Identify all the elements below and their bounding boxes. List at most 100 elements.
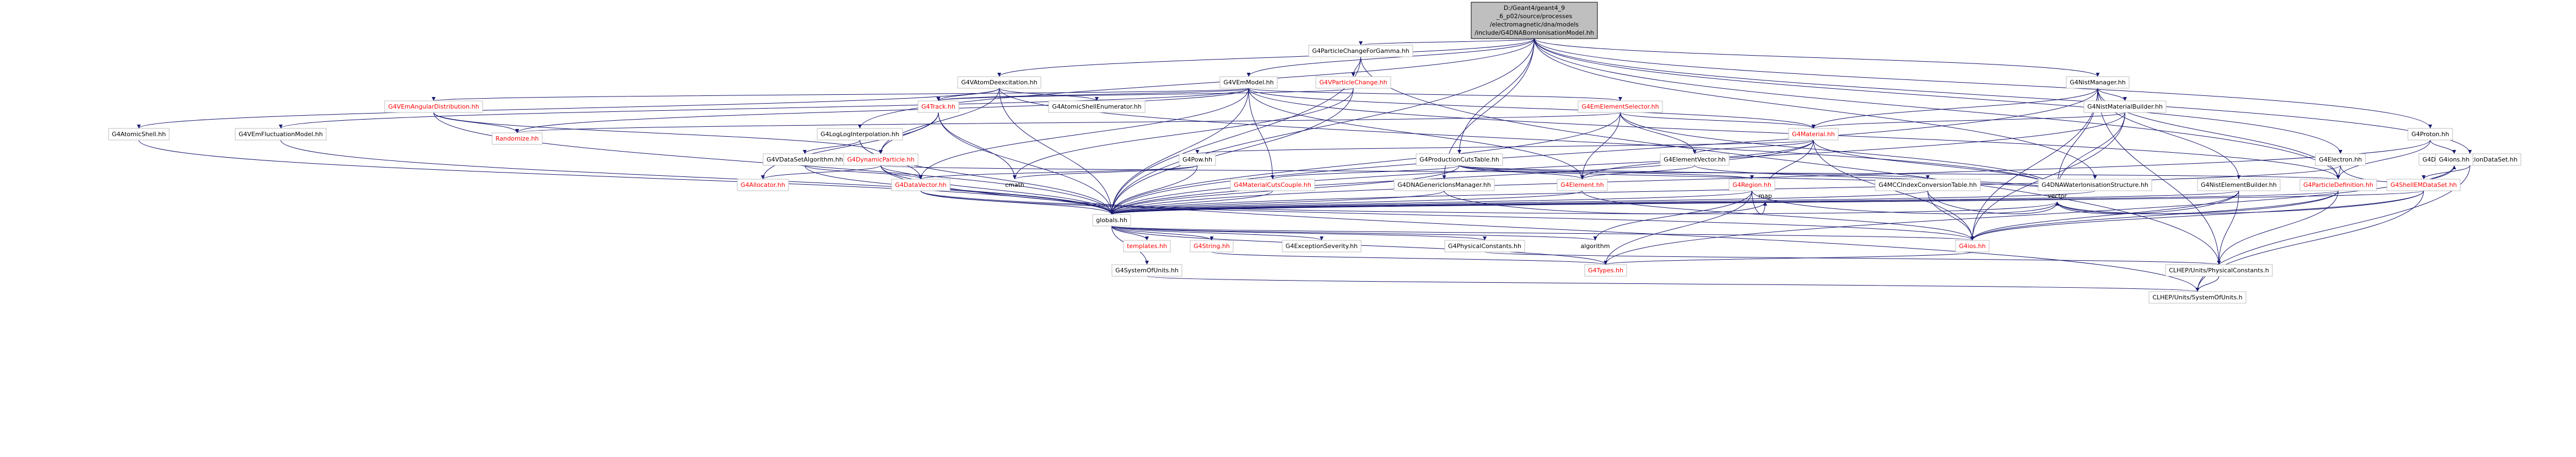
edge-globals-to-excsev [1111,225,1324,241]
node-clhepunits[interactable]: CLHEP/Units/SystemOfUnits.h [2148,291,2246,304]
node-prodcuts[interactable]: G4ProductionCutsTable.hh [1416,153,1503,166]
edge-shellem-to-g4ios [1970,190,2424,241]
edge-sysunits-to-clhepunits [1147,276,2199,292]
node-algorithm[interactable]: algorithm [1580,243,1610,250]
edge-dnawater-to-globals [1110,190,2096,215]
node-nistman[interactable]: G4NistManager.hh [2066,76,2130,89]
node-proton[interactable]: G4Proton.hh [2407,128,2453,141]
node-material[interactable]: G4Material.hh [1788,128,1839,141]
edge-pcfg-to-clhepconst [1360,56,2221,265]
edge-nistman-to-material [1811,88,2098,129]
edge-region-to-vector [1752,190,2059,214]
node-randomize[interactable]: Randomize.hh [492,132,543,145]
edge-prodcuts-to-region [1459,165,1754,180]
node-g4ios[interactable]: G4ios.hh [1955,240,1990,252]
edge-clhepconst-to-clhepunits [2195,276,2219,292]
node-label: G4SystemOfUnits.hh [1115,267,1179,274]
node-pcfg[interactable]: G4ParticleChangeForGamma.hh [1308,45,1413,57]
node-label: G4MCCIndexConversionTable.hh [1878,181,1976,189]
edge-vem-to-fluct [279,88,1249,129]
node-label: G4ElementVector.hh [1664,156,1726,163]
edge-nistelb-to-g4ios [1970,190,2239,241]
node-dnagen[interactable]: G4DNAGenericIonsManager.hh [1394,179,1495,191]
edge-partdef-to-clhepconst [2217,190,2339,265]
edge-vdataalg-to-globals [804,165,1114,215]
node-elvec[interactable]: G4ElementVector.hh [1660,153,1730,166]
edge-pow-to-cmath [1013,165,1198,180]
node-vector[interactable]: vector [2048,192,2067,200]
node-electron[interactable]: G4Electron.hh [2315,153,2366,166]
node-excsev[interactable]: G4ExceptionSeverity.hh [1282,240,1362,252]
edge-globals-to-physconst [1111,225,1487,241]
node-element[interactable]: G4Element.hh [1557,179,1608,191]
node-label: vector [2048,192,2067,200]
node-vdataalg[interactable]: G4VDataSetAlgorithm.hh [763,153,847,166]
node-map[interactable]: map [1758,192,1772,200]
node-label: G4VParticleChange.hh [1319,79,1387,86]
edge-nistman-to-nistmatb [2097,88,2127,101]
edge-vpc-to-track [936,88,1354,101]
edge-element-to-globals [1110,190,1583,215]
node-templates[interactable]: templates.hh [1123,240,1171,252]
node-vatom[interactable]: G4VAtomDeexcitation.hh [957,76,1041,89]
edge-shellem-to-clhepunits [2195,190,2424,292]
node-ions[interactable]: G4ions.hh [2435,153,2474,166]
edge-prodcuts-to-mccindex [1459,165,1930,180]
edge-track-to-globals [938,112,1114,215]
edge-emelsel-to-elvec [1620,112,1697,154]
node-label: map [1758,192,1772,200]
node-g4types[interactable]: G4Types.hh [1584,264,1627,277]
node-vpc[interactable]: G4VParticleChange.hh [1315,76,1391,89]
edge-mccindex-to-vector [1927,190,2059,214]
node-partdef[interactable]: G4ParticleDefinition.hh [2299,179,2377,191]
node-g4string[interactable]: G4String.hh [1190,240,1234,252]
edge-shellem-to-vector [2055,190,2424,214]
node-nistmatb[interactable]: G4NistMaterialBuilder.hh [2083,100,2167,113]
node-nistelb[interactable]: G4NistElementBuilder.hh [2197,179,2281,191]
node-cmath[interactable]: cmath [1005,181,1024,189]
node-label: G4DNAWaterIonisationStructure.hh [2042,181,2148,189]
edge-vatom-to-track [936,88,1000,101]
node-atomshell[interactable]: G4AtomicShell.hh [108,128,170,141]
edge-shellem-to-globals [1110,190,2424,215]
node-label: G4ShellEMDataSet.hh [2390,181,2457,189]
node-physconst[interactable]: G4PhysicalConstants.hh [1444,240,1525,252]
edge-prodcuts-to-matcuts [1271,165,1460,180]
node-region[interactable]: G4Region.hh [1729,179,1775,191]
node-emelsel[interactable]: G4EmElementSelector.hh [1578,100,1663,113]
header-nodes: D:/Geant4/geant4_9_6_p02/source/processe… [108,2,2521,304]
edge-vem-to-track [936,88,1249,101]
node-dnawater[interactable]: G4DNAWaterIonisationStructure.hh [2038,179,2152,191]
node-label: D:/Geant4/geant4_9 [1504,4,1565,12]
node-dynpart[interactable]: G4DynamicParticle.hh [843,153,919,166]
node-vem[interactable]: G4VEmModel.hh [1219,76,1278,89]
node-datavec[interactable]: G4DataVector.hh [891,179,951,191]
node-label: G4ParticleDefinition.hh [2303,181,2373,189]
edge-root-to-globals [1110,38,1535,215]
node-label: Randomize.hh [495,135,539,142]
edge-dynpart-to-clhepunits [881,165,2200,292]
node-pow[interactable]: G4Pow.hh [1179,153,1216,166]
node-globals[interactable]: globals.hh [1092,214,1131,227]
node-label: globals.hh [1096,217,1127,224]
edge-vem-to-globals [1110,88,1249,215]
edge-material-to-elvec [1693,139,1814,154]
edge-root-to-vem [1246,38,1535,77]
node-atomshellenum[interactable]: G4AtomicShellEnumerator.hh [1048,100,1146,113]
node-fluct[interactable]: G4VEmFluctuationModel.hh [235,128,327,141]
node-label: G4Electron.hh [2319,156,2362,163]
node-angdist[interactable]: G4VEmAngularDistribution.hh [384,100,483,113]
node-label: /electromagnetic/dna/models [1490,21,1579,28]
node-label: templates.hh [1127,243,1167,250]
node-mccindex[interactable]: G4MCCIndexConversionTable.hh [1875,179,1981,191]
node-sysunits[interactable]: G4SystemOfUnits.hh [1111,264,1182,277]
edge-vatom-to-globals [999,88,1114,215]
edge-vem-to-emelsel [1248,88,1622,101]
node-clhepconst[interactable]: CLHEP/Units/PhysicalConstants.h [2165,264,2273,277]
node-track[interactable]: G4Track.hh [917,100,959,113]
edge-region-to-algorithm [1593,190,1752,241]
node-shellem[interactable]: G4ShellEMDataSet.hh [2386,179,2461,191]
node-matcuts[interactable]: G4MaterialCutsCouple.hh [1230,179,1315,191]
node-loglog[interactable]: G4LogLogInterpolation.hh [817,128,903,141]
node-allocator[interactable]: G4Allocator.hh [737,179,789,191]
